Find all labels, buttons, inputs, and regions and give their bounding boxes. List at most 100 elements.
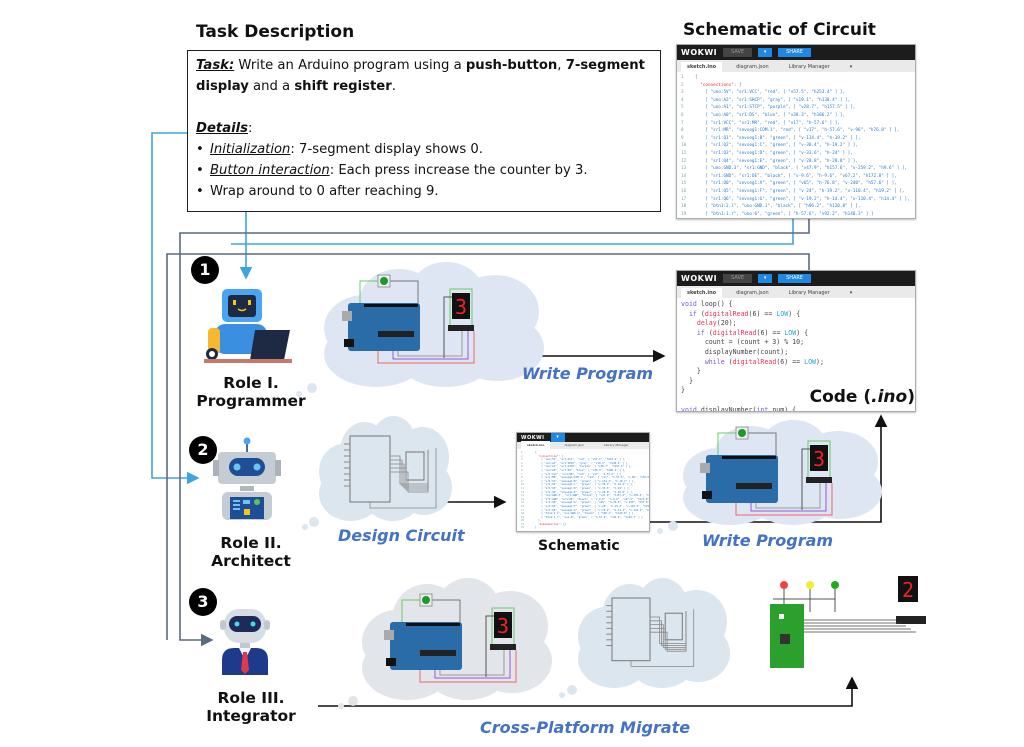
tab-library-manager[interactable]: Library Manager bbox=[604, 443, 629, 447]
wokwi-toolbar: WOKWI SAVE ▾ SHARE bbox=[677, 45, 915, 60]
wokwi-tabs: sketch.ino diagram.json Library Manager … bbox=[677, 286, 915, 298]
detail-item: •Button interaction: Each press increase… bbox=[196, 163, 588, 178]
header-pins bbox=[364, 304, 418, 307]
schematic-to-integrator-inner bbox=[166, 253, 810, 640]
led bbox=[780, 581, 788, 589]
schematic-to-programmer-line bbox=[231, 219, 794, 245]
shift-register-chip bbox=[896, 616, 926, 624]
tab-menu-icon[interactable]: ▾ bbox=[849, 290, 853, 296]
wire bbox=[434, 650, 511, 679]
schematic-wire bbox=[630, 609, 695, 667]
tab-library-manager[interactable]: Library Manager bbox=[788, 64, 830, 70]
pico-bootsel bbox=[779, 614, 784, 619]
header-pins bbox=[722, 456, 776, 459]
push-button-cap bbox=[422, 596, 430, 604]
tab-diagram-json[interactable]: diagram.json bbox=[736, 290, 769, 296]
wire bbox=[397, 331, 463, 357]
wokwi-logo: WOKWI bbox=[681, 48, 718, 57]
diagram-json-code: 1{ 2 "connections": [ 3 [ "uno:5V", "sr1… bbox=[681, 75, 910, 217]
power-jack bbox=[702, 491, 712, 499]
schematic-of-circuit-title: Schematic of Circuit bbox=[683, 20, 876, 40]
wire bbox=[755, 483, 821, 509]
diagram-json-code: 1{ 2 "connections": [ 3 [ "uno:5V", "sr1… bbox=[521, 451, 650, 530]
save-button[interactable]: SAVE bbox=[723, 274, 753, 283]
arduino-board bbox=[706, 455, 778, 503]
share-button[interactable]: SHARE bbox=[778, 274, 812, 283]
save-button[interactable]: SAVE bbox=[723, 48, 753, 57]
tab-sketch-ino[interactable]: sketch.ino bbox=[521, 441, 551, 449]
write-program-label-2: Write Program bbox=[702, 531, 834, 550]
share-button[interactable]: SHARE bbox=[778, 48, 812, 57]
wire bbox=[735, 483, 833, 516]
wire bbox=[377, 331, 475, 364]
seven-segment-display bbox=[898, 576, 918, 602]
wire bbox=[801, 448, 810, 510]
wire bbox=[439, 650, 505, 676]
shift-register-chip bbox=[448, 325, 474, 331]
wire bbox=[807, 440, 831, 477]
wire bbox=[359, 280, 378, 303]
seven-segment-digit: 3 bbox=[497, 614, 509, 638]
role-1-number-badge: 1 bbox=[191, 256, 219, 284]
seven-segment-display bbox=[452, 293, 470, 319]
wire bbox=[401, 599, 420, 622]
tab-library-manager[interactable]: Library Manager bbox=[788, 290, 830, 296]
details-heading: Details: bbox=[196, 121, 253, 136]
schematic-to-integrator-outer bbox=[179, 219, 810, 647]
role-1-label: Role I. Programmer bbox=[196, 374, 306, 410]
arduino-board bbox=[390, 622, 462, 670]
schematic-wire bbox=[390, 450, 429, 493]
cross-platform-migrate-label: Cross-Platform Migrate bbox=[480, 718, 691, 737]
microcontroller-chip bbox=[378, 331, 414, 337]
wokwi-code-window: WOKWI SAVE ▾ SHARE sketch.ino diagram.js… bbox=[676, 270, 916, 412]
save-dropdown-button[interactable]: ▾ bbox=[758, 48, 773, 57]
arduino-board bbox=[348, 303, 420, 351]
tab-diagram-json[interactable]: diagram.json bbox=[564, 443, 585, 447]
role-3-label: Role III. Integrator bbox=[206, 689, 296, 725]
save-dropdown-button[interactable]: ▾ bbox=[758, 274, 773, 283]
schematic-label: Schematic bbox=[538, 538, 620, 554]
schematic-wire bbox=[650, 611, 687, 652]
wire bbox=[419, 650, 517, 683]
shift-register-chip bbox=[806, 477, 832, 483]
tab-menu-icon[interactable]: ▾ bbox=[849, 64, 853, 70]
wokwi-tabs: sketch.ino diagram.json Library Manager … bbox=[677, 60, 915, 72]
push-button-cap bbox=[380, 277, 388, 285]
tab-sketch-ino[interactable]: sketch.ino bbox=[681, 62, 723, 72]
thought-cloud-schematic bbox=[558, 578, 730, 698]
wire bbox=[491, 607, 515, 644]
schematic-thumbnail-window: WOKWI ▾ sketch.ino diagram.json Library … bbox=[516, 432, 650, 532]
wire bbox=[390, 280, 419, 303]
seven-segment-digit: 3 bbox=[455, 295, 467, 319]
detail-item: •Wrap around to 0 after reaching 9. bbox=[196, 184, 439, 199]
wire bbox=[449, 288, 473, 325]
wokwi-tabs: sketch.ino diagram.json Library Manager bbox=[517, 441, 649, 449]
save-dropdown-button[interactable]: ▾ bbox=[550, 433, 565, 442]
tab-sketch-ino[interactable]: sketch.ino bbox=[681, 288, 723, 298]
push-button-cap bbox=[738, 429, 746, 437]
wokwi-schematic-window: WOKWI SAVE ▾ SHARE sketch.ino diagram.js… bbox=[676, 44, 916, 219]
seven-segment-display bbox=[494, 612, 512, 638]
task-statement: Task: Write an Arduino program using a p… bbox=[196, 58, 645, 94]
wokwi-logo: WOKWI bbox=[681, 274, 718, 283]
seven-segment-digit: 2 bbox=[902, 578, 914, 602]
wokwi-toolbar: WOKWI ▾ bbox=[517, 433, 649, 442]
wokwi-logo: WOKWI bbox=[521, 434, 545, 441]
shift-register-chip bbox=[490, 644, 516, 650]
details-to-architect-line bbox=[151, 132, 200, 485]
led bbox=[831, 581, 839, 589]
wire bbox=[432, 599, 461, 622]
write-program-label-1: Write Program bbox=[522, 364, 654, 383]
code-ino-label: Code (.ino) bbox=[805, 387, 915, 407]
task-description-box: Task: Write an Arduino program using a p… bbox=[187, 50, 661, 212]
tab-diagram-json[interactable]: diagram.json bbox=[736, 64, 769, 70]
schematic-seven-segment bbox=[664, 612, 683, 641]
schematic-wire bbox=[369, 448, 437, 509]
task-description-title: Task Description bbox=[196, 22, 355, 42]
role-3-number-badge: 3 bbox=[189, 588, 217, 616]
